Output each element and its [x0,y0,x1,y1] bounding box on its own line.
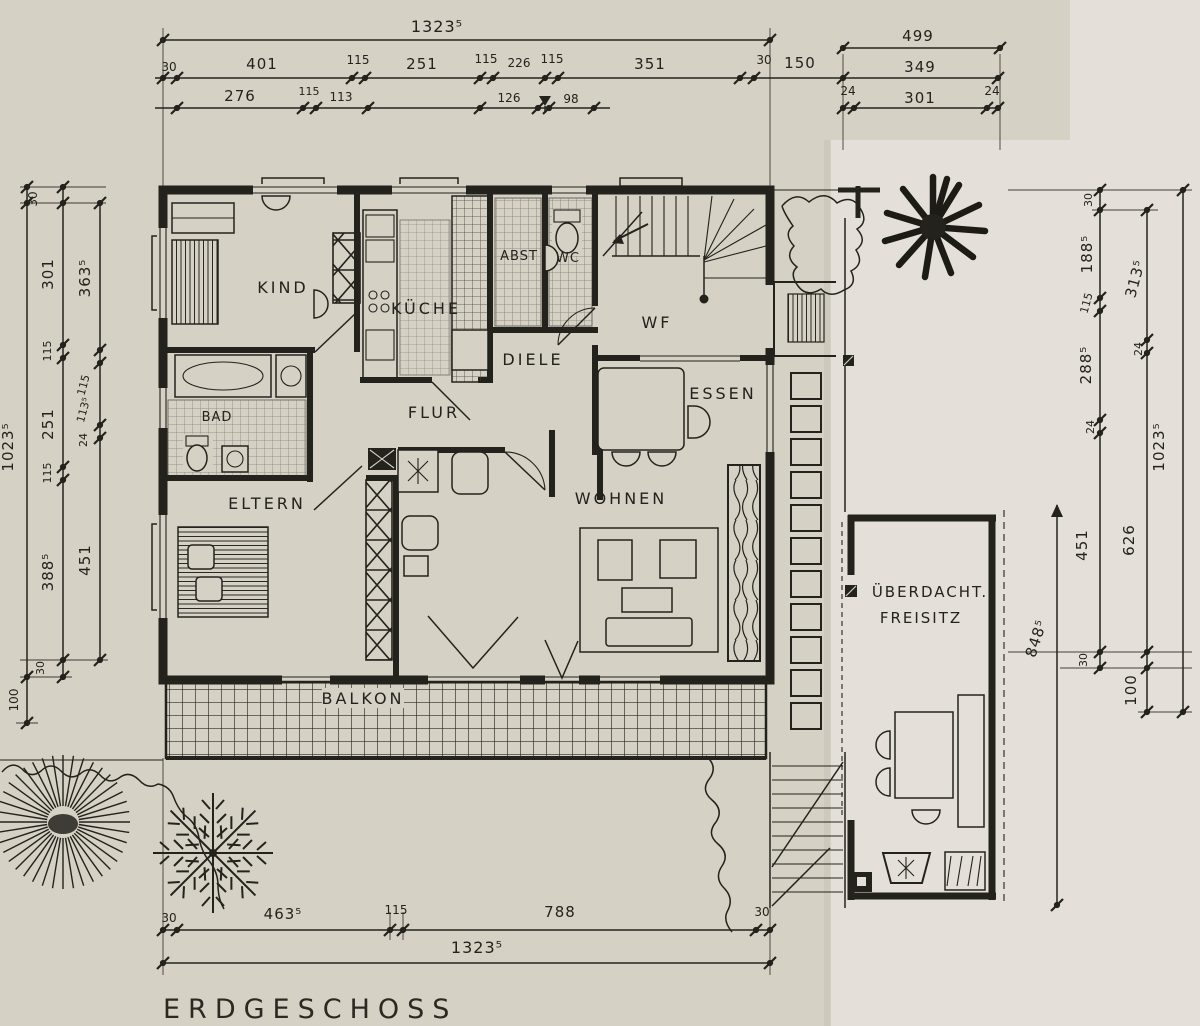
dim-label: 115 [41,463,54,484]
room-label-wc: WC [556,251,580,266]
dim-label: 115 [75,373,93,397]
room-label-bad: BAD [202,410,233,425]
dim-label: 288⁵ [1077,346,1095,385]
dim-label: 349 [904,58,936,76]
room-label-diele: DIELE [502,350,563,369]
dim-label: 30 [161,60,176,74]
dim-label: 251 [39,408,57,440]
dim-label: 24 [1132,342,1145,356]
dim-label: 98 [563,92,578,106]
dim-label: 113⁵ [74,396,93,424]
room-label-kueche: KÜCHE [391,299,461,318]
dim-label: 451 [76,544,94,576]
dim-label: 30 [34,661,47,675]
outdoor-east [769,186,880,908]
staircase [602,195,767,304]
dim-label: 626 [1120,524,1138,556]
dim-label: 463⁵ [264,905,303,923]
room-label-balkon: BALKON [321,689,404,708]
dimension-chains [16,28,1192,975]
dim-label: 401 [246,55,278,73]
room-label-wohnen: WOHNEN [575,489,668,508]
dim-label: 188⁵ [1078,235,1096,274]
dim-label: 251 [406,55,438,73]
hedge-squiggle [1,764,225,910]
dim-label: 115 [299,85,320,98]
drawing-title: ERDGESCHOSS [163,994,457,1025]
tree-starburst-icon [0,726,159,918]
terrace-door-swing [427,615,519,670]
vegetation [0,173,989,933]
dim-label: 30 [1082,193,1095,207]
dim-label: 276 [224,87,256,105]
hedge-squiggle [704,755,733,933]
dimension-labels: 1323⁵ 499 30 401 115 251 115 226 115 351… [0,17,1168,957]
entrance-bush [781,195,865,295]
tree-palm-icon [881,173,989,281]
dim-label: 451 [1073,529,1091,561]
dim-label: 788 [544,903,576,921]
dim-label: 226 [508,56,531,70]
dim-label: 24 [1084,420,1097,434]
dim-label: 115 [41,341,54,362]
dim-label: 24 [77,433,90,447]
dim-label: 30 [26,191,40,206]
dim-label: 301 [39,258,57,290]
dim-right-total: 1023⁵ [1150,422,1168,471]
room-label-kind: KIND [257,278,309,297]
dim-label: 388⁵ [39,553,57,592]
dim-bottom-total: 1323⁵ [451,938,503,957]
outdoor-stairs [769,752,846,908]
room-label-freisitz-line1: ÜBERDACHT. [872,582,988,601]
dim-top-total: 1323⁵ [411,17,463,36]
dim-label: 351 [634,55,666,73]
room-label-abst: ABST [500,249,538,264]
dim-label: 30 [1077,653,1090,667]
dim-label: 24 [840,84,855,98]
room-label-eltern: ELTERN [228,494,306,513]
dim-label: 113 [330,90,353,104]
dim-label: 115 [385,903,408,917]
dim-top-right-total: 499 [902,27,934,45]
terrace-door-swing [544,639,579,680]
dim-label: 301 [904,89,936,107]
dim-label: 30 [161,911,176,925]
room-labels: KIND KÜCHE ABST WC WF DIELE ESSEN FLUR B… [202,249,988,708]
room-label-flur: FLUR [408,403,460,422]
dim-label: 115 [347,53,370,67]
fixtures [167,195,719,653]
dim-label: 100 [1122,674,1140,706]
dim-label: 115 [475,52,498,66]
freisitz [841,510,1005,905]
dim-label: 115 [541,52,564,66]
interior-walls [163,190,770,677]
dim-label: 126 [498,91,521,105]
dim-label: 24 [984,84,999,98]
dim-label: 30 [756,53,771,67]
stone-wall [727,464,761,662]
dim-label: 115 [1078,291,1096,315]
dim-label: 150 [784,54,816,72]
dim-label: 363⁵ [76,259,94,298]
room-label-wf: WF [641,313,672,332]
balcony [164,680,768,760]
stepping-stones [790,372,822,730]
dim-label: 30 [754,905,769,919]
tree-conifer-icon [152,792,274,914]
room-label-freisitz-line2: FREISITZ [880,609,962,627]
dim-left-total: 1023⁵ [0,422,17,471]
room-label-essen: ESSEN [689,384,757,403]
dim-label: 100 [7,689,21,712]
